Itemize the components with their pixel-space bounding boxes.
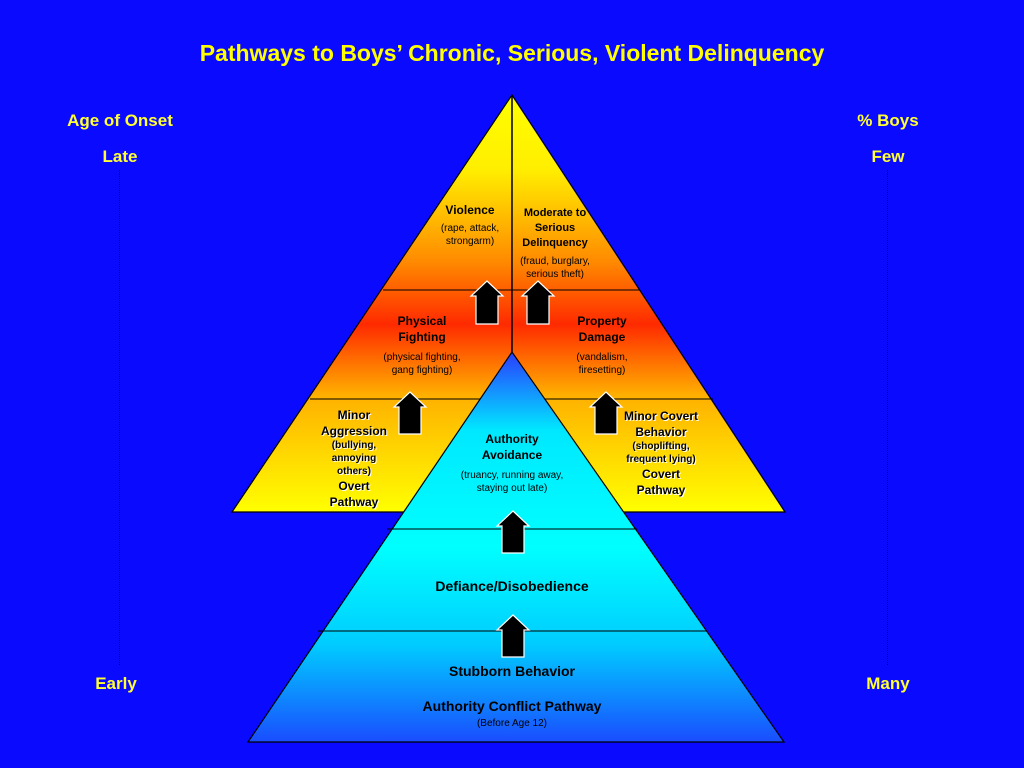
overt-pathway-label: Overt Pathway bbox=[329, 479, 379, 509]
minor-covert-label: Minor Covert Behavior bbox=[623, 409, 698, 439]
covert-pathway-label: Covert Pathway bbox=[636, 467, 686, 497]
arrow-up-icon bbox=[392, 391, 428, 435]
property-damage-detail: (vandalism, firesetting) bbox=[576, 352, 628, 376]
boys-few-label: Few bbox=[871, 147, 905, 166]
violence-detail: (rape, attack, strongarm) bbox=[440, 223, 500, 247]
property-damage-box: Property Damage (vandalism, firesetting) bbox=[552, 313, 652, 377]
defiance-label: Defiance/Disobedience bbox=[435, 578, 589, 594]
arrow-up-icon bbox=[469, 280, 505, 325]
boys-many-label: Many bbox=[866, 674, 910, 693]
minor-aggression-label: Minor Aggression bbox=[320, 408, 387, 438]
before-age-note: (Before Age 12) bbox=[476, 718, 548, 729]
physical-fighting-box: Physical Fighting (physical fighting, ga… bbox=[367, 313, 477, 377]
arrow-up-icon bbox=[495, 614, 531, 658]
boys-axis-line bbox=[887, 170, 888, 665]
moderate-delinquency-label: Moderate to Serious Delinquency bbox=[522, 207, 588, 249]
minor-aggression-box: Minor Aggression (bullying, annoying oth… bbox=[306, 407, 402, 510]
violence-label: Violence bbox=[445, 203, 495, 217]
minor-aggression-detail: (bullying, annoying others) bbox=[331, 440, 377, 477]
moderate-delinquency-detail: (fraud, burglary, serious theft) bbox=[520, 256, 590, 280]
authority-avoidance-detail: (truancy, running away, staying out late… bbox=[460, 470, 564, 494]
arrow-up-icon bbox=[495, 510, 531, 554]
stubborn-behavior-label: Stubborn Behavior bbox=[448, 663, 575, 679]
arrow-up-icon bbox=[520, 280, 556, 325]
physical-fighting-label: Physical Fighting bbox=[397, 314, 447, 344]
percent-boys-heading: % Boys bbox=[857, 111, 919, 130]
physical-fighting-detail: (physical fighting, gang fighting) bbox=[383, 352, 461, 376]
arrow-up-icon bbox=[588, 391, 624, 435]
minor-covert-box: Minor Covert Behavior (shoplifting, freq… bbox=[612, 408, 710, 498]
minor-covert-detail: (shoplifting, frequent lying) bbox=[626, 441, 696, 465]
authority-avoidance-box: Authority Avoidance (truancy, running aw… bbox=[447, 431, 577, 495]
age-early-label: Early bbox=[95, 674, 137, 693]
age-late-label: Late bbox=[102, 147, 138, 166]
authority-avoidance-label: Authority Avoidance bbox=[481, 432, 543, 462]
age-axis-line bbox=[119, 170, 120, 665]
page-title: Pathways to Boys’ Chronic, Serious, Viol… bbox=[199, 40, 825, 66]
property-damage-label: Property Damage bbox=[577, 314, 627, 344]
violence-box: Violence (rape, attack, strongarm) bbox=[420, 202, 520, 248]
moderate-delinquency-box: Moderate to Serious Delinquency (fraud, … bbox=[510, 206, 600, 281]
age-of-onset-heading: Age of Onset bbox=[67, 111, 173, 130]
authority-pathway-label: Authority Conflict Pathway bbox=[422, 698, 602, 714]
